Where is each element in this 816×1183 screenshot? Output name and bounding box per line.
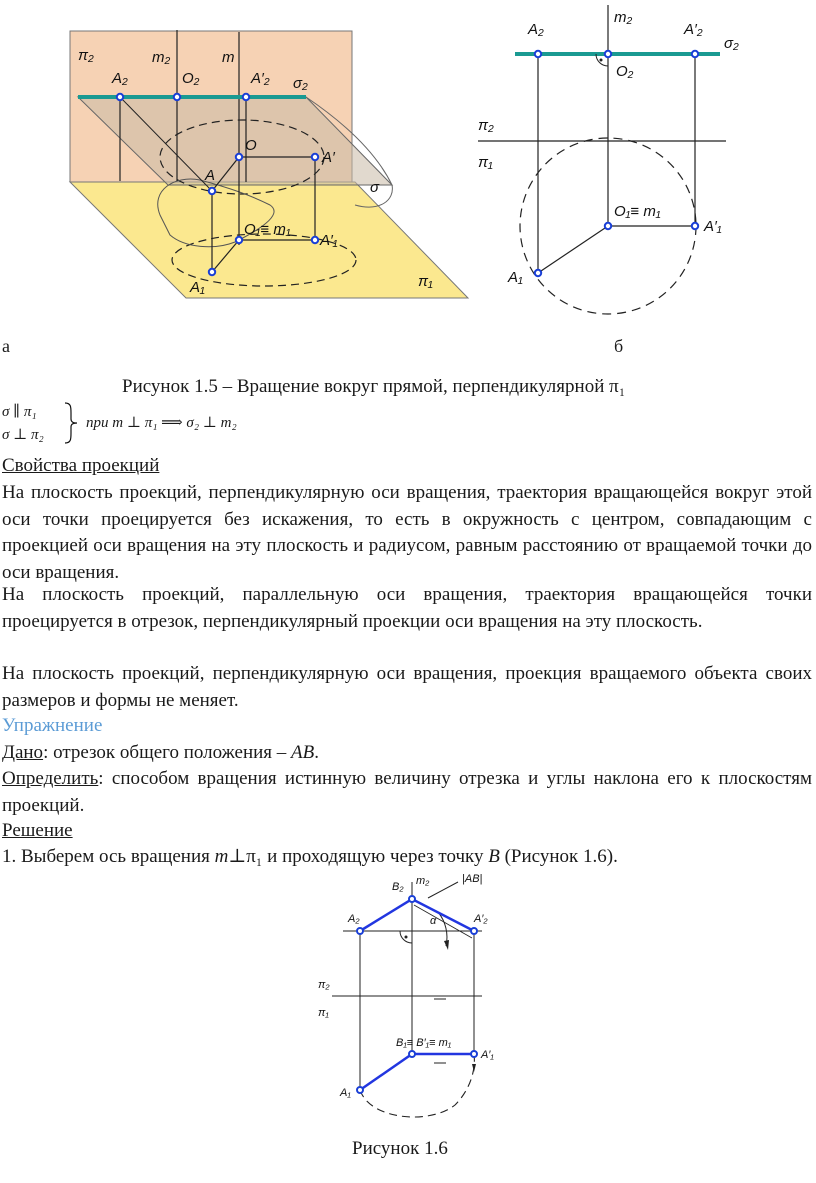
point-A2p [241, 92, 251, 102]
label-b-O2: O₂ [616, 63, 634, 80]
label-b-pi2: π₂ [478, 117, 494, 134]
plane-sigma-edge [305, 96, 393, 208]
solution-step-1: 1. Выберем ось вращения m⊥π₁ и проходящу… [2, 844, 618, 870]
label-m2: m₂ [152, 49, 170, 66]
formula-line-1: σ ∥ π₁ [2, 404, 37, 420]
step1-axis: m [214, 846, 229, 867]
label-A2-16: A₂ [347, 913, 360, 925]
label-pi1: π₁ [418, 273, 433, 290]
label-O1m1: O₁≡ m₁ [244, 221, 291, 238]
figure-1-5-a: π₂ m₂ m A₂ O₂ A′₂ σ₂ O A A′ σ O₁≡ m₁ A′₁… [68, 30, 470, 299]
solution-heading: Решение [2, 820, 73, 841]
figure-1-6-caption: Рисунок 1.6 [352, 1138, 448, 1159]
label-b-m2: m₂ [614, 9, 632, 26]
label-A: A [204, 167, 215, 184]
formula-rhs: при m ⊥ π₁ ⟹ σ₂ ⊥ m₂ [86, 415, 237, 431]
label-B1: B₁≡ B′₁≡ m₁ [396, 1037, 452, 1049]
label-pi1-16: π₁ [318, 1007, 329, 1019]
subfigure-label-a: а [2, 336, 10, 356]
label-b-O1m1: O₁≡ m₁ [614, 203, 661, 220]
label-O: O [245, 137, 257, 154]
trajectory-arc [359, 1053, 475, 1118]
label-b-pi1: π₁ [478, 154, 493, 171]
label-A1-16: A₁ [339, 1087, 351, 1099]
exercise-heading: Упражнение [2, 715, 103, 736]
find-text: : способом вращения истинную величину от… [2, 768, 812, 816]
step1-point: B [488, 846, 500, 867]
label-pi2-16: π₂ [318, 979, 330, 991]
point-Ap [310, 152, 320, 162]
properties-paragraph-2: На плоскость проекций, параллельную оси … [2, 584, 812, 632]
point-O1 [234, 235, 244, 245]
label-A1p: A′₁ [319, 232, 338, 249]
point-O [234, 152, 244, 162]
formula-line-2: σ ⊥ π₂ [2, 427, 44, 443]
label-b-A1p: A′₁ [703, 218, 722, 235]
trajectory-circle-lower [171, 233, 357, 287]
step1-text-b: ⊥π₁ и проходящую через точку [228, 846, 489, 867]
figure-1-5-b: A₂ m₂ A′₂ σ₂ O₂ π₂ π₁ O₁≡ m₁ A′₁ A₁ [478, 5, 739, 315]
given-label: Дано [2, 742, 44, 763]
exercise-find: Определить: способом вращения истинную в… [2, 766, 812, 819]
label-m: m [222, 49, 235, 66]
step1-text-c: (Рисунок 1.6). [499, 846, 618, 867]
label-A2p-16: A′₂ [473, 913, 488, 925]
find-label: Определить [2, 768, 99, 789]
label-alpha: α [430, 915, 437, 927]
label-O2: O₂ [182, 70, 200, 87]
label-b-sigma2: σ₂ [724, 35, 739, 52]
label-b-A2: A₂ [527, 21, 544, 38]
trajectory-circle-upper [159, 119, 325, 195]
label-B2: B₂ [392, 881, 404, 893]
exercise-given: Дано: отрезок общего положения – AB. [2, 740, 319, 766]
figure-1-6: B₂ m₂ |AB| A₂ α A′₂ π₂ π₁ B₁≡ B′₁≡ m₁ A′… [318, 873, 494, 1118]
sigma-blob [157, 178, 275, 248]
label-sigma: σ [370, 179, 380, 196]
label-sigma2: σ₂ [293, 75, 308, 92]
subfigure-label-b: б [614, 336, 624, 356]
point-A1p [310, 235, 320, 245]
given-end: . [314, 742, 319, 763]
point-O2 [172, 92, 182, 102]
label-A1p-16: A′₁ [480, 1049, 494, 1061]
point-A1 [207, 267, 217, 277]
label-m2-16: m₂ [416, 875, 430, 887]
point-A2 [115, 92, 125, 102]
label-b-A1: A₁ [507, 269, 523, 286]
step1-text-a: 1. Выберем ось вращения [2, 846, 215, 867]
label-b-A2p: A′₂ [683, 21, 703, 38]
given-segment: AB [291, 742, 315, 763]
properties-paragraph-1: На плоскость проекций, перпендикулярную … [2, 482, 812, 583]
label-AB: |AB| [462, 873, 483, 885]
label-A1: A₁ [189, 279, 205, 296]
label-A2: A₂ [111, 70, 128, 87]
properties-heading: Свойства проекций [2, 455, 160, 476]
point-A [207, 186, 217, 196]
formula-brace [64, 402, 78, 444]
formula-block: σ ∥ π₁ σ ⊥ π₂ при m ⊥ π₁ ⟹ σ₂ ⊥ m₂ [2, 400, 322, 448]
properties-paragraph-3: На плоскость проекций, перпендикулярную … [2, 663, 812, 711]
label-A2p: A′₂ [250, 70, 270, 87]
label-Ap: A′ [321, 149, 336, 166]
segment-A1-B1-A1p [359, 1052, 474, 1092]
figure-1-5-caption: Рисунок 1.5 – Вращение вокруг прямой, пе… [122, 376, 626, 397]
given-text: : отрезок общего положения – [43, 742, 292, 763]
label-pi2: π₂ [78, 47, 94, 64]
segment-A2-B2-A2p [359, 897, 475, 933]
